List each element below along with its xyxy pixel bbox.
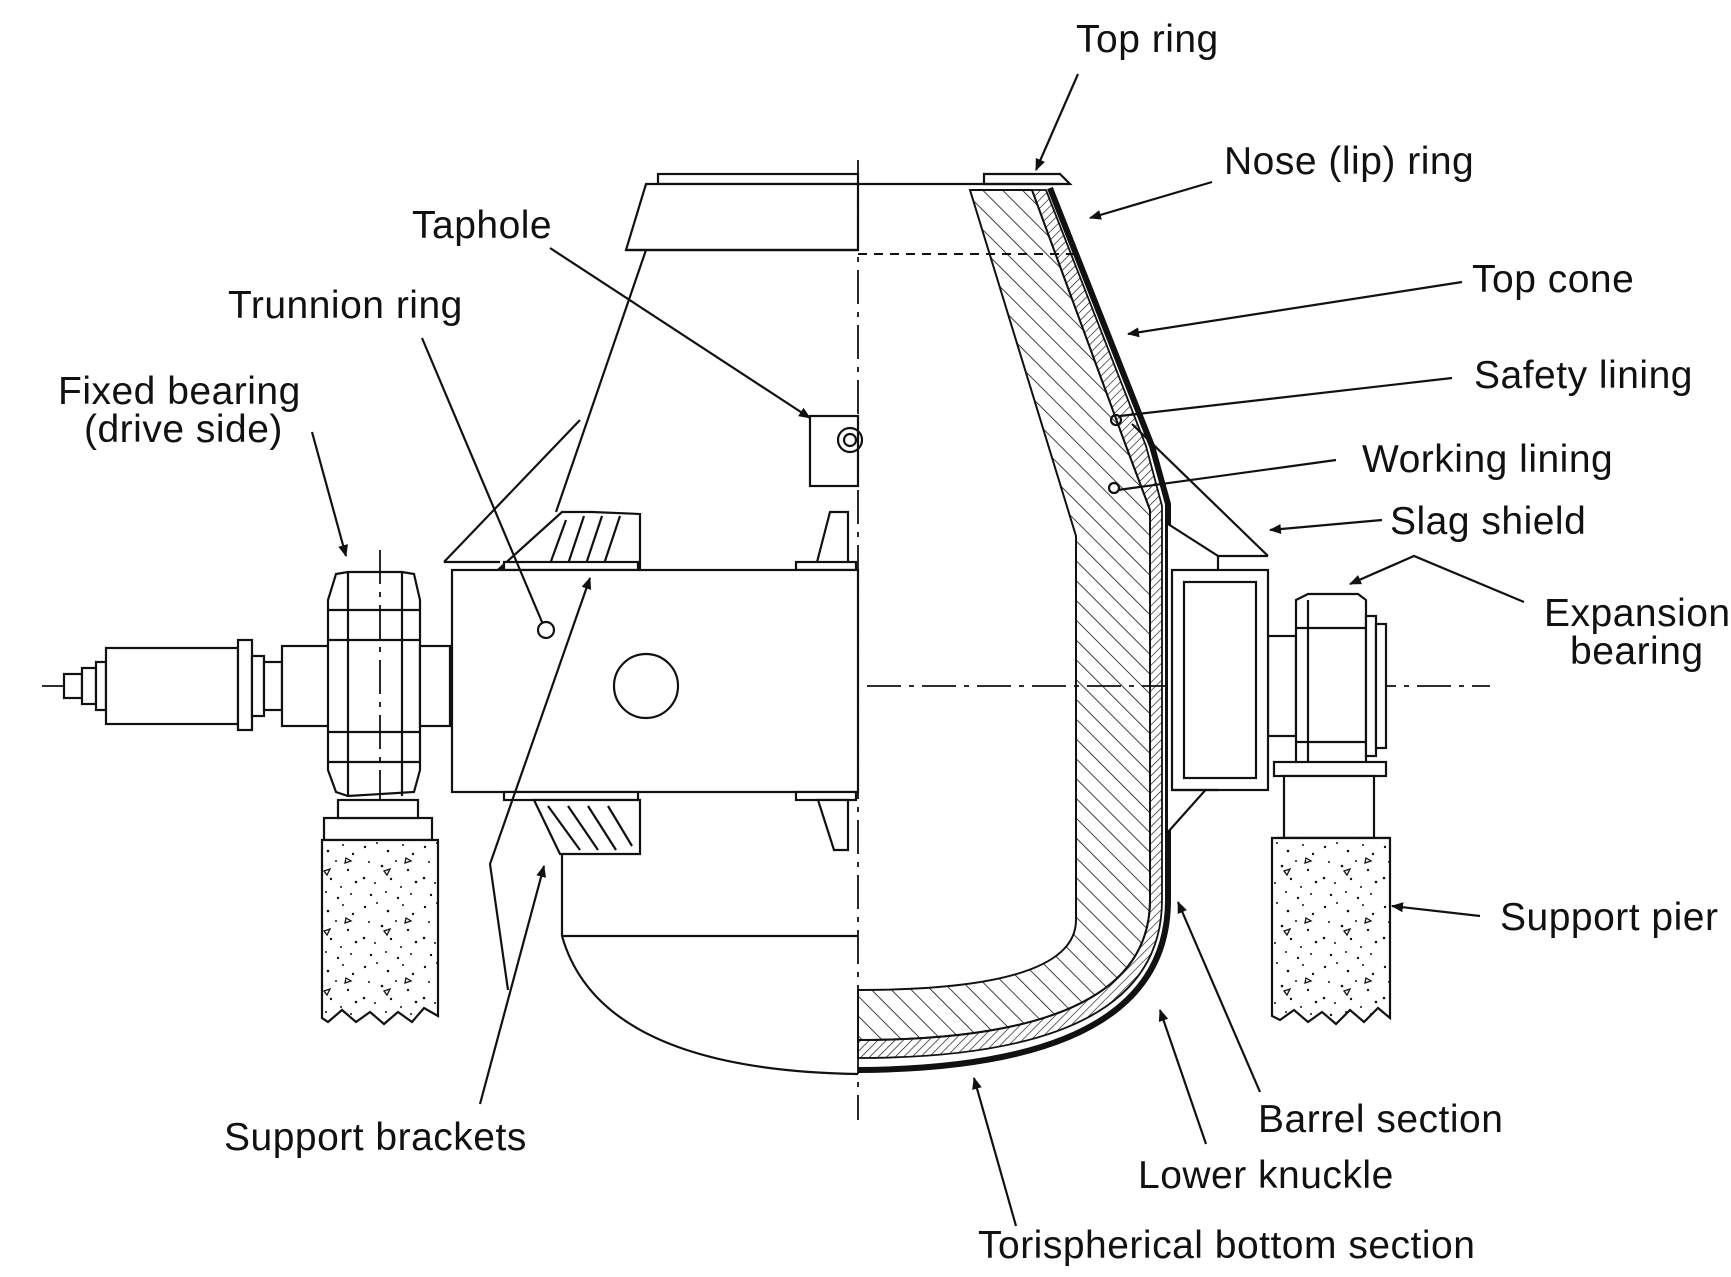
fixed-bearing-assembly: [42, 550, 1490, 850]
label-fixed-bearing-line2: (drive side): [84, 408, 283, 451]
label-fixed-bearing-line1: Fixed bearing: [58, 370, 301, 413]
label-working-lining: Working lining: [1362, 438, 1613, 481]
support-pier-left: [320, 838, 440, 1026]
label-barrel-section: Barrel section: [1258, 1098, 1503, 1141]
leader-lines: [310, 73, 1525, 1227]
label-safety-lining: Safety lining: [1474, 354, 1693, 397]
label-top-cone: Top cone: [1472, 258, 1634, 301]
support-pier-right: [1270, 836, 1392, 1026]
label-expansion-bearing-line2: bearing: [1570, 630, 1704, 673]
label-lower-knuckle: Lower knuckle: [1138, 1154, 1394, 1197]
label-expansion-bearing-line1: Expansion: [1544, 592, 1731, 635]
label-support-pier: Support pier: [1500, 896, 1718, 939]
vessel-exterior-half: [443, 172, 864, 1076]
expansion-bearing-assembly: [1266, 592, 1390, 840]
label-support-brackets: Support brackets: [224, 1116, 527, 1159]
label-torispherical-bottom: Torispherical bottom section: [978, 1224, 1475, 1267]
label-nose-ring: Nose (lip) ring: [1224, 140, 1474, 183]
label-taphole: Taphole: [412, 204, 552, 247]
diagram-labels: Top ring Nose (lip) ring Taphole Top con…: [58, 18, 1731, 1267]
label-top-ring: Top ring: [1076, 18, 1219, 61]
vessel-section-half: [857, 172, 1270, 1073]
label-slag-shield: Slag shield: [1390, 500, 1586, 543]
label-trunnion-ring: Trunnion ring: [228, 284, 463, 327]
